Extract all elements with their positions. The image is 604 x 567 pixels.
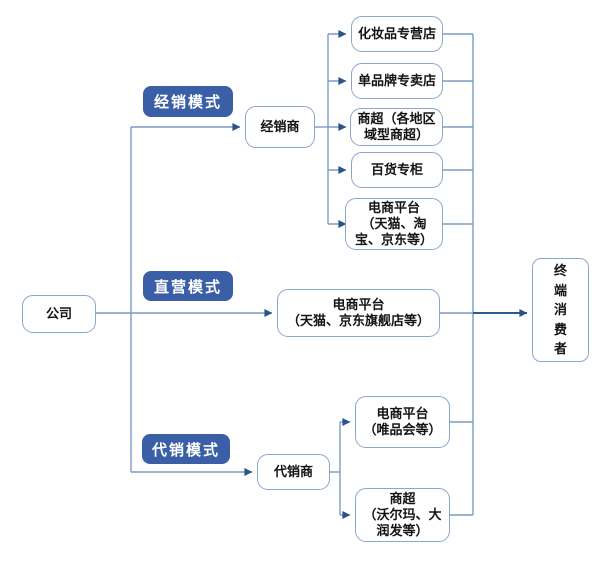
mode-label-direct: 直营模式 <box>143 271 233 301</box>
node-supermarket-walmart-rtmart: 商超 （沃尔玛、大 润发等） <box>355 488 450 542</box>
node-end-consumer: 终端消费者 <box>532 258 589 362</box>
mode-label-distribution: 经销模式 <box>143 86 233 117</box>
node-company: 公司 <box>22 295 96 333</box>
node-distributor: 经销商 <box>245 106 315 148</box>
node-regional-supermarket: 商超（各地区 域型商超） <box>350 108 443 146</box>
end-consumer-label: 终端消费者 <box>553 263 567 357</box>
node-ecommerce-vipshop: 电商平台 （唯品会等） <box>355 396 450 448</box>
node-consignment-agent: 代销商 <box>257 454 330 490</box>
node-department-store-counter: 百货专柜 <box>351 152 443 188</box>
node-ecommerce-tmall-taobao-jd: 电商平台 （天猫、淘 宝、京东等） <box>345 198 443 250</box>
node-single-brand-store: 单品牌专卖店 <box>351 63 443 99</box>
node-ecommerce-flagship: 电商平台 （天猫、京东旗舰店等） <box>277 289 440 337</box>
mode-label-consignment: 代销模式 <box>142 434 230 464</box>
node-cosmetics-specialty-store: 化妆品专营店 <box>351 16 443 52</box>
